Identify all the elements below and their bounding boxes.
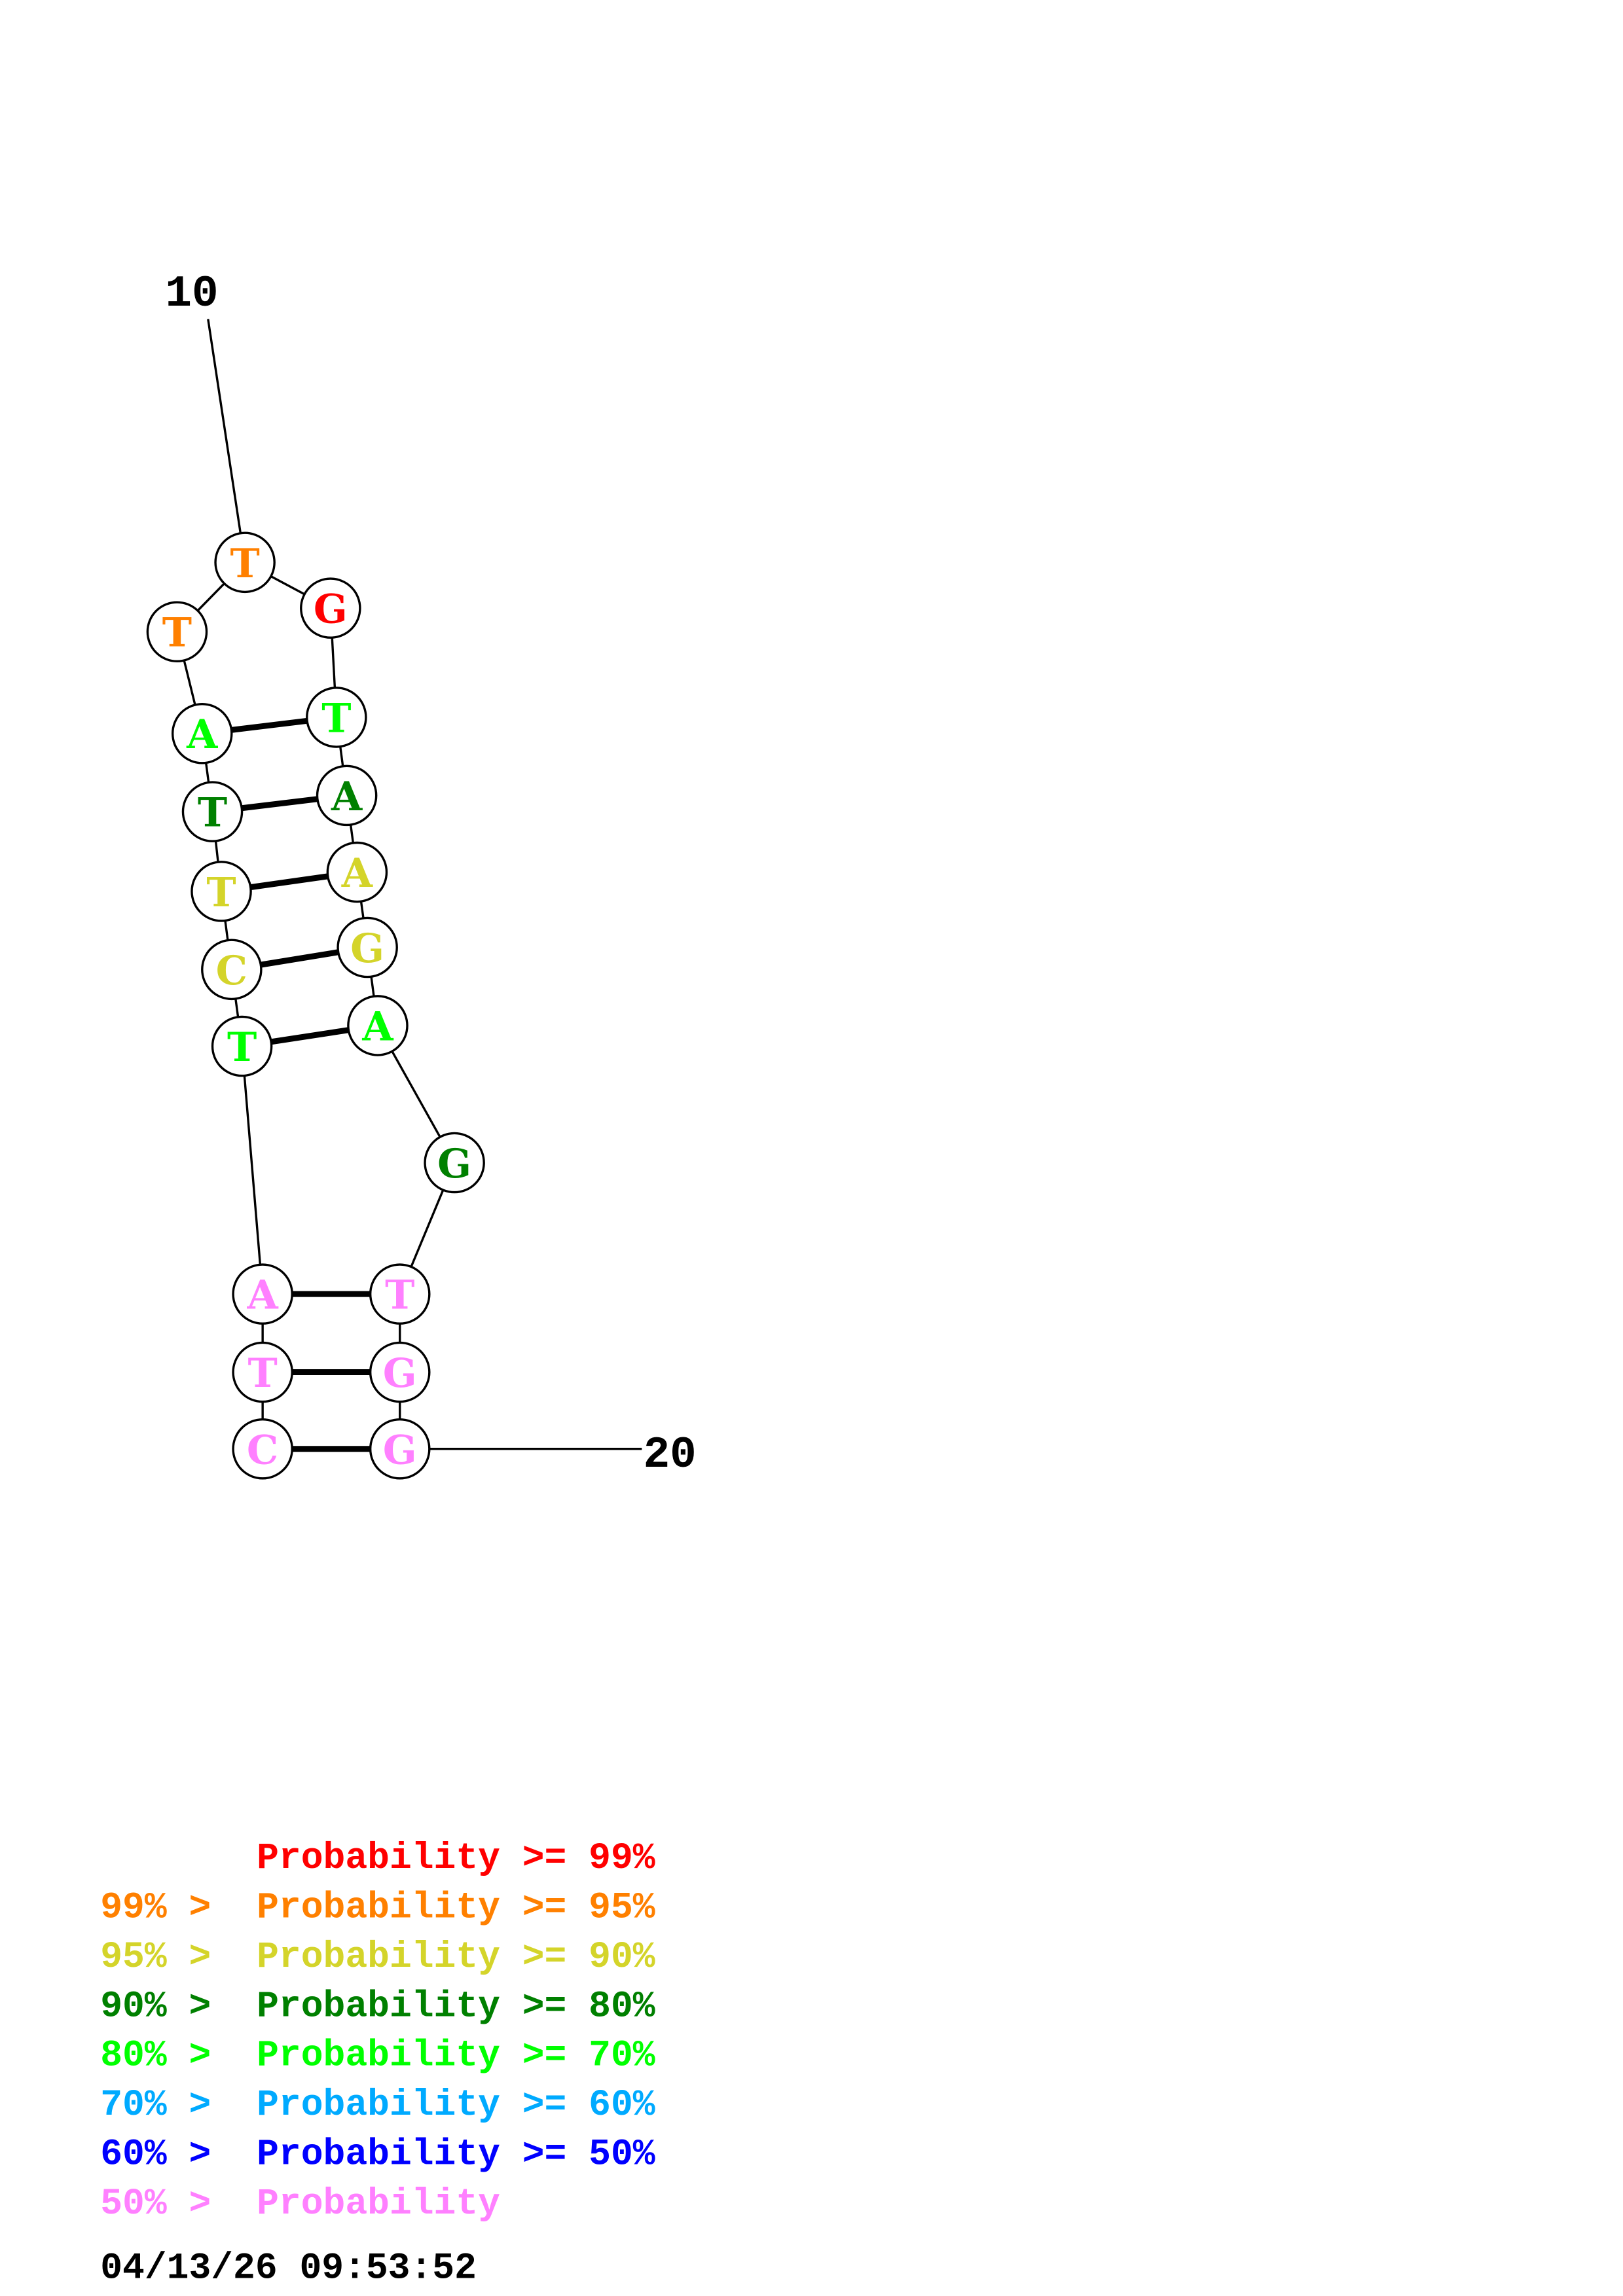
nucleotide: T bbox=[181, 781, 244, 842]
legend-prefix: 70% > bbox=[100, 2084, 233, 2126]
nucleotide-circle bbox=[232, 1263, 293, 1325]
nucleotide: T bbox=[369, 1263, 431, 1325]
legend-prefix: 95% > bbox=[100, 1936, 233, 1978]
nucleotide-letter: A bbox=[186, 711, 218, 758]
backbone-line bbox=[207, 319, 246, 563]
nucleotide-circle bbox=[146, 601, 208, 662]
legend: Probability >= 99% 99% > Probability >= 9… bbox=[100, 1837, 655, 2225]
nucleotide-letter: A bbox=[341, 850, 373, 897]
nucleotide: G bbox=[369, 1341, 431, 1403]
nucleotide: C bbox=[201, 939, 263, 1001]
nucleotide-circle bbox=[214, 531, 276, 594]
nucleotide-circle bbox=[326, 841, 388, 903]
nucleotide-letter: T bbox=[230, 541, 259, 587]
nucleotide: G bbox=[300, 577, 361, 639]
nucleotide-letter: T bbox=[385, 1272, 414, 1319]
nucleotide: C bbox=[232, 1418, 293, 1480]
legend-text: Probability bbox=[257, 2183, 500, 2225]
nucleotide-circle bbox=[211, 1015, 273, 1077]
nucleotide-letter: A bbox=[331, 774, 363, 820]
nucleotide-letter: T bbox=[162, 610, 192, 656]
nucleotide: T bbox=[146, 601, 208, 662]
nucleotide: T bbox=[211, 1015, 273, 1077]
backbone-line bbox=[240, 1046, 264, 1295]
nucleotide: G bbox=[369, 1418, 431, 1480]
nucleotide-circle bbox=[316, 764, 378, 827]
nucleotide-circle bbox=[300, 577, 361, 639]
nucleotide-letter: G bbox=[383, 1350, 417, 1397]
nucleotide: A bbox=[316, 764, 378, 827]
nucleotide-letter: G bbox=[350, 925, 384, 972]
nucleotide-letter: C bbox=[216, 948, 247, 994]
nucleotide: G bbox=[424, 1132, 485, 1194]
nucleotide-circle bbox=[369, 1263, 431, 1325]
start-label: 10 bbox=[165, 270, 218, 319]
nucleotide-circle bbox=[369, 1418, 431, 1480]
legend-text: Probability >= 80% bbox=[257, 1985, 655, 2027]
nucleotide-circle bbox=[369, 1341, 431, 1403]
legend-prefix: 60% > bbox=[100, 2134, 233, 2176]
legend-prefix: 90% > bbox=[100, 1985, 233, 2027]
nucleotide-letter: T bbox=[198, 790, 227, 836]
nucleotide-circle bbox=[181, 781, 244, 842]
nucleotide: T bbox=[232, 1341, 293, 1403]
nucleotide: A bbox=[326, 841, 388, 903]
nucleotide-circle bbox=[171, 702, 233, 764]
nucleotide: T bbox=[191, 861, 252, 922]
nucleotide-letter: G bbox=[383, 1427, 417, 1473]
legend-text: Probability >= 95% bbox=[257, 1886, 655, 1928]
nucleotide-letter: G bbox=[437, 1141, 471, 1187]
timestamp: 04/13/26 09:53:52 bbox=[100, 2247, 477, 2289]
nucleotide-letter: T bbox=[227, 1024, 257, 1071]
legend-text: Probability >= 60% bbox=[257, 2084, 655, 2126]
nucleotide: G bbox=[337, 916, 398, 978]
nucleotide: T bbox=[214, 531, 276, 594]
nucleotide-circle bbox=[306, 687, 367, 748]
nucleotide: A bbox=[347, 995, 409, 1056]
nucleotide-letter: T bbox=[206, 869, 236, 916]
nucleotide-circle bbox=[191, 861, 252, 922]
nucleotide-circle bbox=[347, 995, 409, 1056]
nucleotide-circle bbox=[337, 916, 398, 978]
nucleotide-letter: G bbox=[314, 586, 348, 633]
nucleotide-letter: C bbox=[247, 1427, 278, 1473]
legend-prefix: 50% > bbox=[100, 2183, 233, 2225]
legend-prefix: 80% > bbox=[100, 2035, 233, 2077]
legend-prefix: 99% > bbox=[100, 1886, 233, 1928]
nucleotide-circle bbox=[424, 1132, 485, 1194]
nucleotide: T bbox=[306, 687, 367, 748]
nucleotide: A bbox=[171, 702, 233, 764]
nucleotide-letter: A bbox=[361, 1003, 393, 1050]
nucleotide-letter: T bbox=[248, 1350, 278, 1397]
end-label: 20 bbox=[644, 1431, 697, 1480]
nucleotide: A bbox=[232, 1263, 293, 1325]
legend-text: Probability >= 50% bbox=[257, 2134, 655, 2176]
nucleotide-circle bbox=[232, 1341, 293, 1403]
nucleotide-circle bbox=[232, 1418, 293, 1480]
nucleotide-letter: T bbox=[321, 695, 351, 742]
nucleotide-circle bbox=[201, 939, 263, 1001]
legend-text: Probability >= 99% bbox=[257, 1837, 655, 1879]
nucleotide-letter: A bbox=[247, 1272, 279, 1319]
legend-text: Probability >= 70% bbox=[257, 2035, 655, 2077]
legend-text: Probability >= 90% bbox=[257, 1936, 655, 1978]
